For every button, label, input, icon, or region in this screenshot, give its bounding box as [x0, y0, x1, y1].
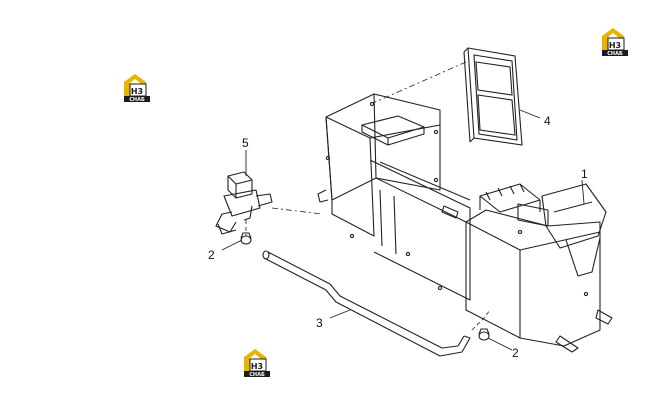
brand-logo-top-right: H3 CHAБ	[601, 27, 629, 57]
brand-logo-top-left: H3 CHAБ	[123, 73, 151, 103]
svg-text:CHAБ: CHAБ	[129, 97, 145, 103]
svg-text:H3: H3	[131, 87, 143, 96]
svg-text:H3: H3	[609, 41, 621, 50]
svg-text:CHAБ: CHAБ	[607, 51, 623, 57]
callout-3: 3	[316, 316, 323, 330]
callout-2-lower: 2	[512, 346, 519, 360]
svg-text:H3: H3	[251, 362, 263, 371]
callout-5: 5	[242, 136, 249, 150]
brand-logo-bottom: H3 CHAБ	[243, 348, 271, 378]
heater-housing-assembly	[317, 93, 613, 353]
heater-hose	[262, 250, 471, 357]
hose-clamp-lower	[478, 328, 490, 341]
leader-lines	[221, 109, 585, 351]
callout-4: 4	[544, 114, 551, 128]
callout-2-upper: 2	[208, 248, 215, 262]
air-filter-element	[463, 47, 523, 146]
callout-1: 1	[581, 167, 588, 181]
svg-text:CHAБ: CHAБ	[249, 372, 265, 378]
water-valve	[215, 171, 273, 235]
